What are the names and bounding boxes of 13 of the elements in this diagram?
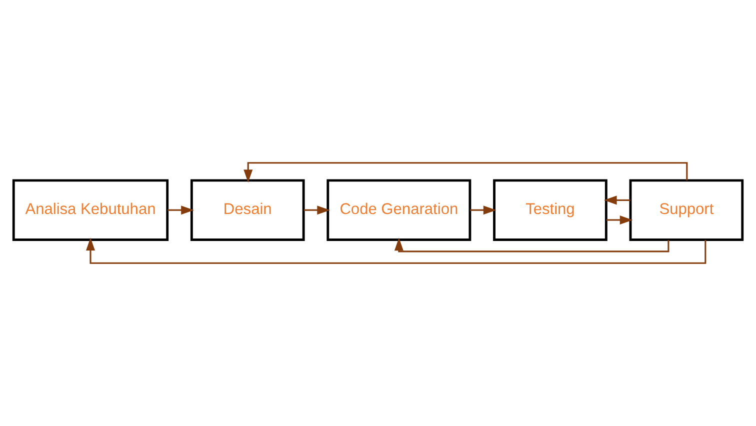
node-box: Code Genaration: [326, 179, 472, 241]
arrow: [304, 206, 330, 215]
node-box: Desain: [190, 179, 305, 241]
arrow: [86, 238, 706, 264]
arrow: [604, 196, 630, 205]
node-box: Testing: [493, 179, 608, 241]
node-box: Analisa Kebutuhan: [12, 179, 169, 241]
node-box: Support: [629, 179, 744, 241]
arrow: [470, 206, 496, 215]
arrow: [168, 206, 194, 215]
arrow: [394, 238, 670, 252]
arrow: [244, 162, 688, 183]
arrow: [606, 215, 633, 224]
